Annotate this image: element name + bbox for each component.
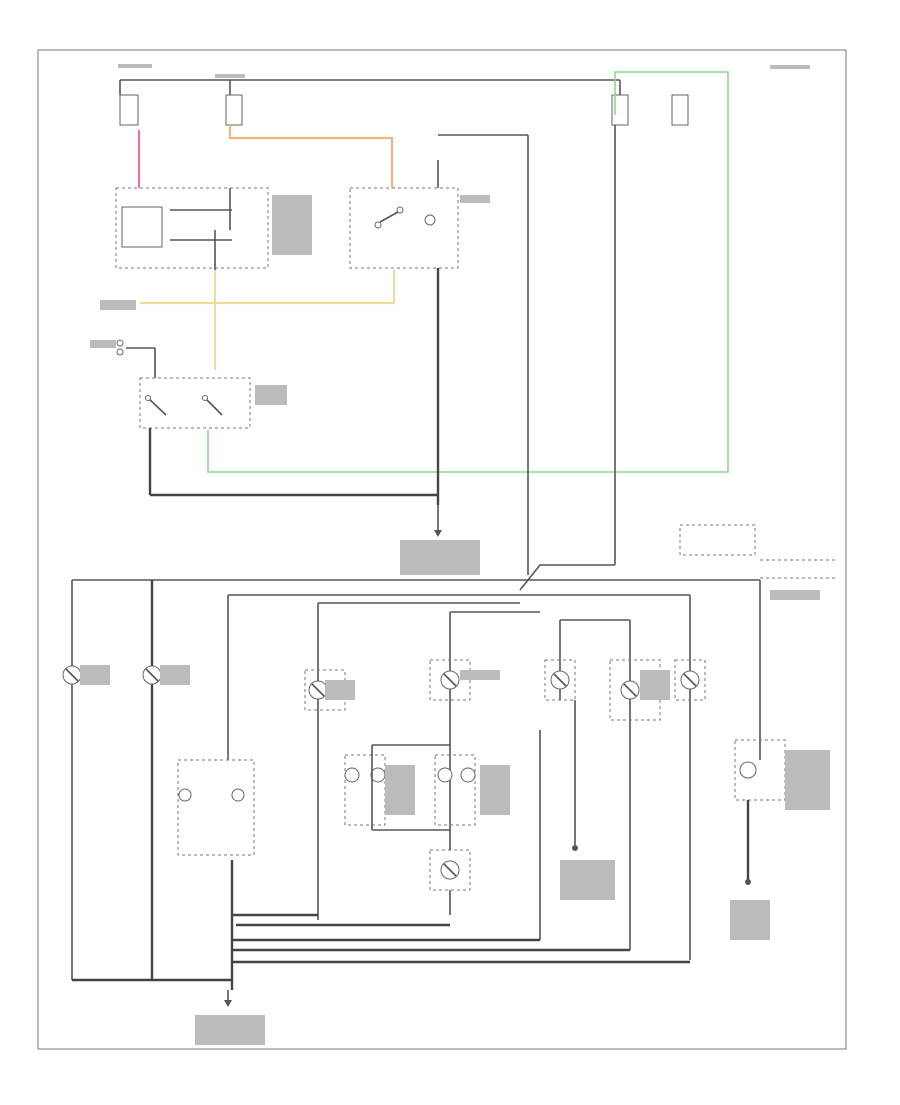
lamp-reading <box>440 670 460 690</box>
lamp-right-door <box>142 665 162 685</box>
lamp-left-door <box>62 665 82 685</box>
courtesy-lamps <box>177 759 255 856</box>
lamp-lower-dome <box>440 860 460 880</box>
faint-annotations <box>80 64 830 1045</box>
wire-orange <box>228 125 394 188</box>
vanity-left <box>344 754 386 826</box>
vanity-right <box>434 754 476 826</box>
ground-symbol-upper <box>434 505 442 537</box>
dimmer-switch <box>349 187 459 269</box>
door-switch <box>139 377 251 429</box>
ground-symbol-lower <box>224 990 232 1007</box>
lamp-dome <box>308 680 328 700</box>
wire-green <box>207 71 729 473</box>
cluster-connector <box>679 524 756 556</box>
headlamp-switch <box>115 187 269 269</box>
lamp-trunk <box>550 670 570 690</box>
wire-yellow <box>140 270 396 305</box>
lamp-underhood <box>680 670 700 690</box>
diagram-border <box>37 49 847 1050</box>
fuse-panel <box>119 79 689 126</box>
lamp-glovebox <box>620 680 640 700</box>
